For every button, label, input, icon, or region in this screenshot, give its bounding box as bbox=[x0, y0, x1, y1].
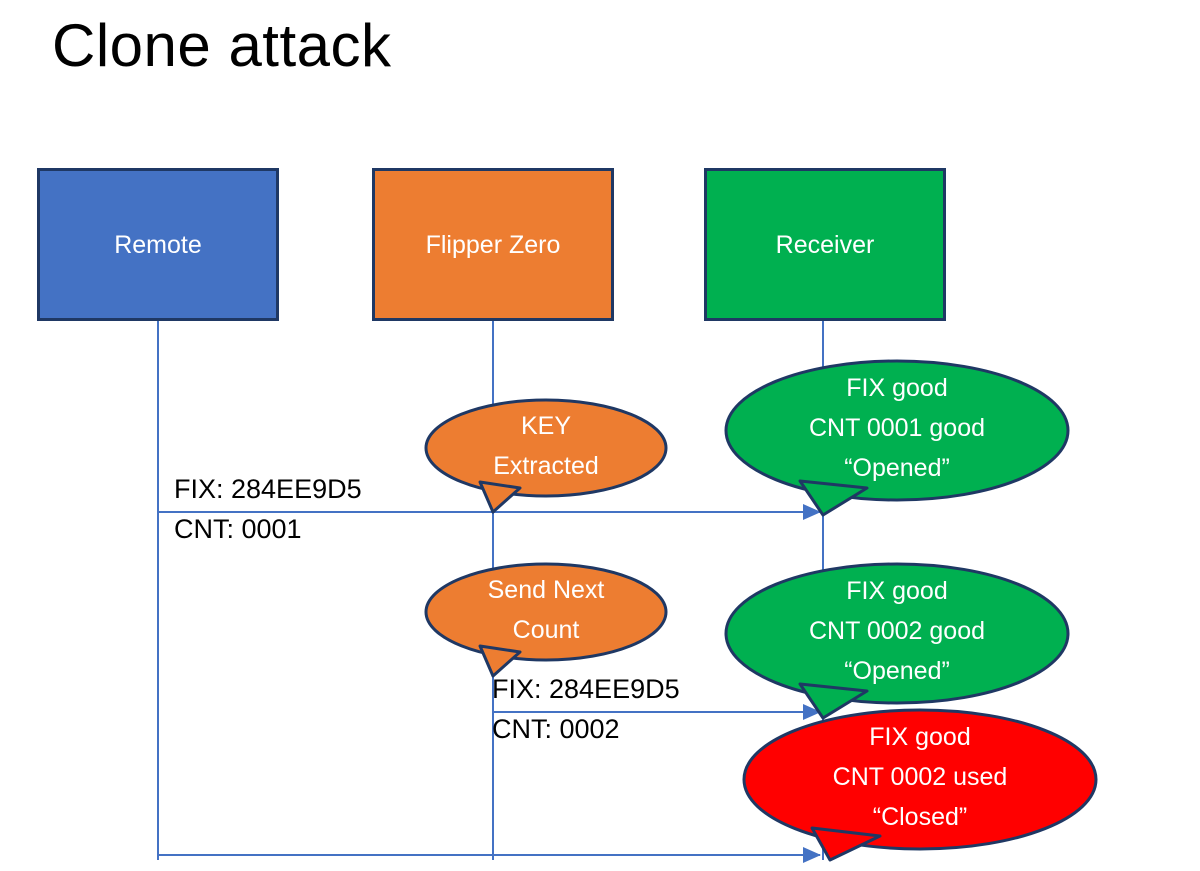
message-1-cnt-label: CNT: 0001 bbox=[174, 514, 302, 544]
callout-fix-used-cnt-0002[interactable]: FIX good CNT 0002 used “Closed” bbox=[740, 708, 1100, 862]
actor-box-receiver[interactable]: Receiver bbox=[704, 168, 946, 321]
page-title: Clone attack bbox=[52, 12, 392, 79]
actor-box-remote[interactable]: Remote bbox=[37, 168, 279, 321]
message-2-fix-label: FIX: 284EE9D5 bbox=[492, 674, 680, 704]
actor-label-flipper-zero: Flipper Zero bbox=[425, 230, 561, 259]
actor-box-flipper-zero[interactable]: Flipper Zero bbox=[372, 168, 614, 321]
actor-label-receiver: Receiver bbox=[775, 230, 875, 259]
callout-fix-good-cnt-0002[interactable]: FIX good CNT 0002 good “Opened” bbox=[722, 562, 1072, 720]
callout-key-extracted[interactable]: KEY Extracted bbox=[422, 398, 670, 514]
actor-label-remote: Remote bbox=[114, 230, 202, 259]
message-2-cnt-label: CNT: 0002 bbox=[492, 714, 620, 744]
callout-fix-good-cnt-0001[interactable]: FIX good CNT 0001 good “Opened” bbox=[722, 359, 1072, 517]
callout-send-next-count[interactable]: Send Next Count bbox=[422, 562, 670, 678]
message-1-fix-label: FIX: 284EE9D5 bbox=[174, 474, 362, 504]
